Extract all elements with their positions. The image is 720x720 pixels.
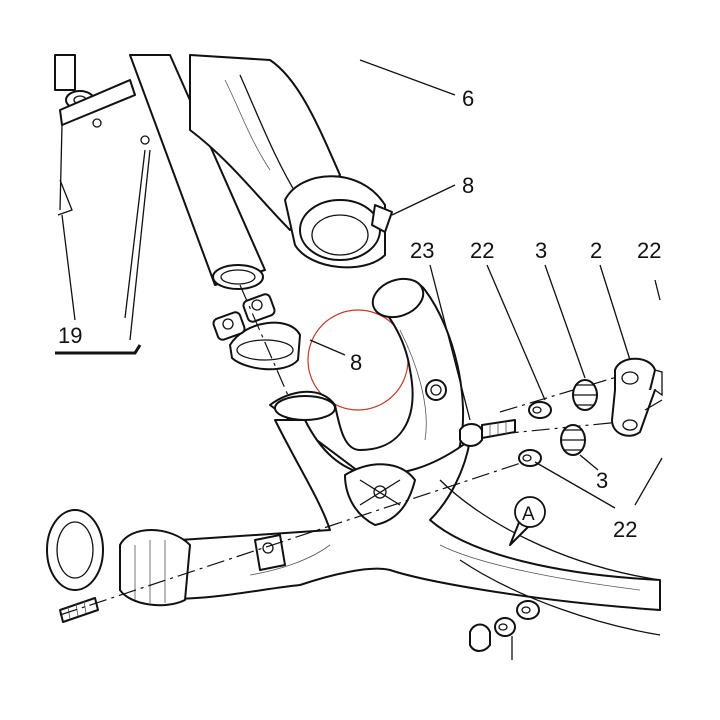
- left-pipe-end: [46, 509, 286, 607]
- callout-22-partial: 22: [637, 238, 661, 263]
- callout-22-a: 22: [470, 238, 494, 263]
- marker-a: A: [509, 496, 546, 546]
- callout-19: 19: [58, 323, 82, 348]
- pipe-clamp: [212, 293, 301, 371]
- u-bend-pipe: [269, 277, 465, 511]
- y-collector: [119, 419, 661, 611]
- callout-3-a: 3: [535, 238, 547, 263]
- callout-3-b: 3: [596, 468, 608, 493]
- bracket-nut: [57, 79, 151, 341]
- lower-fasteners: [469, 600, 540, 660]
- bolt-23: [459, 419, 516, 447]
- callout-8-mid: 8: [350, 350, 362, 375]
- callout-2: 2: [590, 238, 602, 263]
- callout-22-b: 22: [613, 517, 637, 542]
- bracket-2: [611, 357, 663, 437]
- bolt-lower-left: [59, 597, 99, 623]
- marker-a-label: A: [522, 504, 535, 525]
- callout-23: 23: [410, 238, 434, 263]
- callout-19-group: 19: [55, 149, 146, 355]
- frame-tube-left: [54, 54, 266, 290]
- rubber-3-upper: [572, 379, 598, 411]
- washer-22-upper: [528, 401, 552, 419]
- rubber-3-lower: [560, 424, 586, 456]
- callout-8-top: 8: [462, 173, 474, 198]
- upper-header-pipe: [189, 54, 393, 269]
- callout-6: 6: [462, 86, 474, 111]
